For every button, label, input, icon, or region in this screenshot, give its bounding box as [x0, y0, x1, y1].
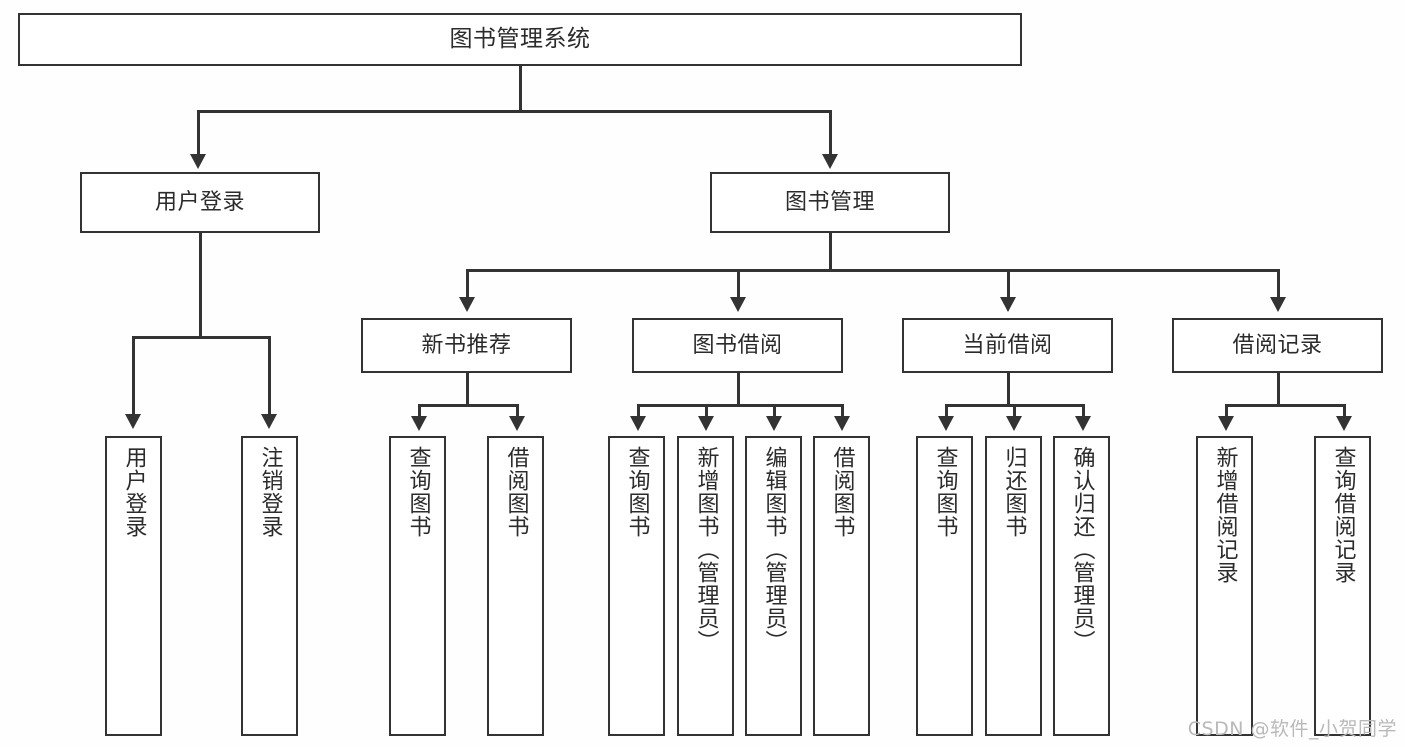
connector-book-borrow-drop-1 [637, 404, 640, 418]
node-label: 编辑图书（管理员） [761, 446, 787, 653]
node-label: 查询图书 [624, 446, 650, 538]
arrowhead-to-bb-leaf-3 [766, 416, 782, 431]
node-label: 图书管理 [784, 189, 875, 215]
arrowhead-to-leaf-logout [261, 414, 277, 429]
connector-current-borrow-drop-1 [945, 404, 948, 418]
leaf-bb-edit-book-admin[interactable]: 编辑图书（管理员） [745, 436, 802, 736]
connector-borrow-record-drop-1 [1225, 404, 1228, 418]
node-user-login[interactable]: 用户登录 [80, 172, 320, 233]
leaf-new-book-query[interactable]: 查询图书 [389, 436, 446, 736]
arrowhead-to-current-borrow [1000, 297, 1016, 312]
node-label: 新书推荐 [421, 332, 512, 358]
arrowhead-to-br-leaf-2 [1336, 416, 1352, 431]
connector-book-mgmt-drop-3 [1007, 269, 1010, 299]
connector-new-book-drop-2 [516, 404, 519, 418]
arrowhead-to-bb-leaf-4 [834, 416, 850, 431]
node-current-borrow[interactable]: 当前借阅 [902, 318, 1113, 373]
connector-current-borrow-drop-2 [1013, 404, 1016, 418]
node-label: 图书管理系统 [449, 25, 591, 52]
node-label: 新增借阅记录 [1212, 446, 1238, 584]
node-label: 图书借阅 [692, 332, 783, 358]
arrowhead-to-book-manage [822, 154, 838, 169]
connector-current-borrow-drop-3 [1082, 404, 1085, 418]
node-label: 借阅图书 [829, 446, 855, 538]
arrowhead-to-cb-leaf-1 [938, 416, 954, 431]
leaf-cb-confirm-return-admin[interactable]: 确认归还（管理员） [1053, 436, 1110, 736]
node-label: 用户登录 [121, 446, 147, 538]
leaf-new-book-borrow[interactable]: 借阅图书 [487, 436, 544, 736]
node-label: 归还图书 [1001, 446, 1027, 538]
arrowhead-to-leaf-user-login [125, 414, 141, 429]
leaf-bb-borrow-book[interactable]: 借阅图书 [813, 436, 870, 736]
connector-book-borrow-stem [737, 373, 740, 406]
arrowhead-to-bb-leaf-2 [698, 416, 714, 431]
connector-user-login-drop-1 [132, 336, 135, 416]
csdn-watermark: CSDN @软件_小贺同学 [1187, 718, 1397, 740]
arrowhead-to-br-leaf-1 [1218, 416, 1234, 431]
connector-book-borrow-drop-2 [705, 404, 708, 418]
arrowhead-to-user-login [190, 154, 206, 169]
arrowhead-to-new-book [459, 297, 475, 312]
node-book-management[interactable]: 图书管理 [710, 172, 950, 233]
node-book-borrow[interactable]: 图书借阅 [632, 318, 843, 373]
node-label: 查询借阅记录 [1330, 446, 1356, 584]
connector-user-login-stem [199, 233, 202, 338]
leaf-user-login[interactable]: 用户登录 [105, 436, 162, 736]
connector-root-stem [519, 66, 522, 111]
node-label: 查询图书 [932, 446, 958, 538]
arrowhead-to-nb-leaf-1 [411, 416, 427, 431]
leaf-br-add-record[interactable]: 新增借阅记录 [1196, 436, 1253, 736]
node-root-system[interactable]: 图书管理系统 [18, 13, 1022, 66]
leaf-br-query-record[interactable]: 查询借阅记录 [1314, 436, 1371, 736]
leaf-logout[interactable]: 注销登录 [241, 436, 298, 736]
node-label: 用户登录 [154, 189, 245, 215]
connector-borrow-record-drop-2 [1343, 404, 1346, 418]
node-label: 当前借阅 [962, 332, 1053, 358]
connector-root-drop-1 [197, 110, 200, 156]
connector-book-borrow-drop-4 [841, 404, 844, 418]
arrowhead-to-cb-leaf-3 [1075, 416, 1091, 431]
connector-new-book-drop-1 [418, 404, 421, 418]
connector-book-mgmt-stem [829, 233, 832, 271]
connector-root-drop-2 [829, 110, 832, 156]
connector-book-borrow-drop-3 [773, 404, 776, 418]
connector-book-mgmt-drop-2 [737, 269, 740, 299]
leaf-bb-add-book-admin[interactable]: 新增图书（管理员） [677, 436, 734, 736]
node-label: 新增图书（管理员） [693, 446, 719, 653]
arrowhead-to-nb-leaf-2 [509, 416, 525, 431]
connector-new-book-stem [466, 373, 469, 406]
arrowhead-to-bb-leaf-1 [630, 416, 646, 431]
node-label: 确认归还（管理员） [1069, 446, 1095, 653]
arrowhead-to-book-borrow [730, 297, 746, 312]
connector-user-login-drop-2 [268, 336, 271, 416]
arrowhead-to-cb-leaf-2 [1006, 416, 1022, 431]
connector-current-borrow-stem [1007, 373, 1010, 406]
arrowhead-to-borrow-record [1270, 297, 1286, 312]
connector-book-borrow-bus [637, 404, 841, 407]
connector-root-bus [197, 110, 831, 113]
node-label: 查询图书 [405, 446, 431, 538]
leaf-bb-query-book[interactable]: 查询图书 [608, 436, 665, 736]
connector-user-login-bus [132, 336, 268, 339]
connector-book-mgmt-drop-4 [1277, 269, 1280, 299]
node-label: 借阅图书 [503, 446, 529, 538]
node-borrow-record[interactable]: 借阅记录 [1172, 318, 1383, 373]
node-label: 借阅记录 [1232, 332, 1323, 358]
connector-book-mgmt-drop-1 [466, 269, 469, 299]
leaf-cb-query-book[interactable]: 查询图书 [916, 436, 973, 736]
connector-book-mgmt-bus [466, 269, 1277, 272]
leaf-cb-return-book[interactable]: 归还图书 [985, 436, 1042, 736]
connector-borrow-record-bus [1225, 404, 1343, 407]
node-label: 注销登录 [257, 446, 283, 538]
node-new-book-recommend[interactable]: 新书推荐 [361, 318, 572, 373]
connector-new-book-bus [418, 404, 516, 407]
connector-borrow-record-stem [1277, 373, 1280, 406]
